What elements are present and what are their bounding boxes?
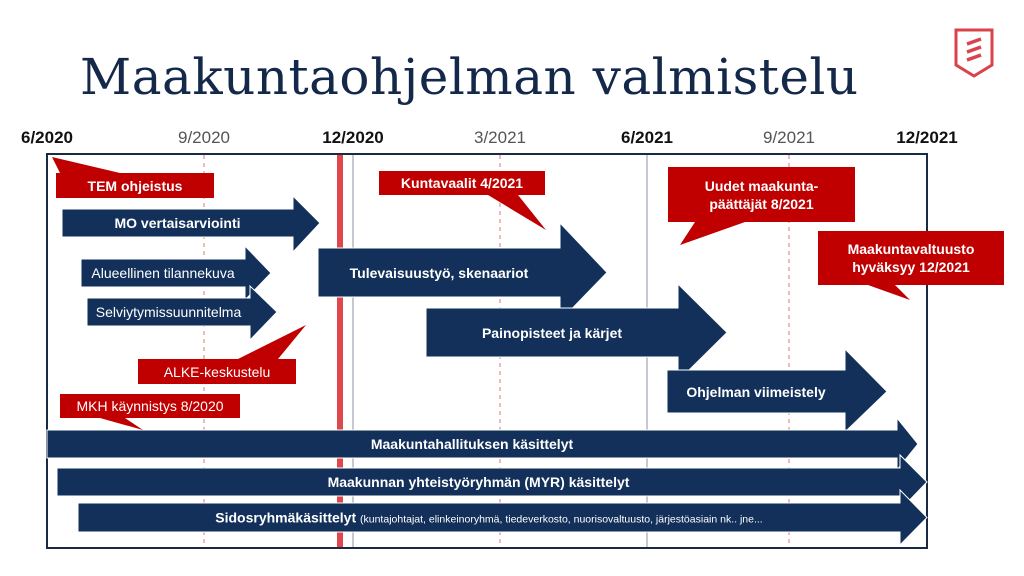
label-text: ALKE-keskustelu [163, 363, 271, 380]
phase-arrow-label: Alueellinen tilannekuva [91, 264, 234, 282]
milestone-callout-label: Kuntavaalit 4/2021 [401, 174, 523, 192]
label-text: päättäjät 8/2021 [709, 195, 814, 212]
phase-arrow-label: Ohjelman viimeistely [686, 382, 825, 400]
tick-label: 9/2020 [178, 128, 230, 147]
phase-arrow [666, 347, 888, 434]
phase-arrow [80, 244, 272, 302]
phase-arrow [61, 194, 321, 254]
phase-arrow [46, 416, 919, 472]
label-text: hyväksyy 12/2021 [852, 259, 970, 275]
tick-label: 6/2021 [621, 128, 673, 147]
phase-arrow [77, 488, 928, 547]
label-text: (kuntajohtajat, elinkeinoryhmä, tiedever… [360, 513, 763, 526]
label-text: Tulevaisuustyö, skenaariot [349, 264, 529, 281]
phase-arrow [56, 453, 928, 512]
callout-pointer [52, 157, 120, 173]
milestone-callout-label: ALKE-keskustelu [164, 362, 271, 380]
label-text: MKH käynnistys 8/2020 [76, 397, 224, 414]
phase-arrow-label: MO vertaisarviointi [114, 214, 240, 232]
callout-pointer [488, 195, 546, 230]
tick-label: 9/2021 [763, 128, 815, 147]
label-text: Selviytymissuunnitelma [95, 303, 242, 320]
phase-arrow [317, 221, 608, 323]
phase-arrow-label: Maakunnan yhteistyöryhmän (MYR) käsittel… [328, 473, 630, 491]
tick-label: 3/2021 [474, 128, 526, 147]
callout-pointer [868, 285, 910, 300]
tick-label: 12/2021 [896, 128, 958, 147]
milestone-callout [56, 173, 214, 198]
phase-arrow [425, 282, 728, 383]
label-text: Maakunnan yhteistyöryhmän (MYR) käsittel… [327, 473, 630, 490]
label-text: Alueellinen tilannekuva [91, 264, 235, 281]
label-text: Maakuntahallituksen käsittelyt [370, 435, 574, 452]
label-text: Maakuntavaltuusto [847, 240, 975, 257]
tick-label: 6/2020 [21, 128, 73, 147]
label-text: TEM ohjeistus [87, 177, 183, 194]
today-marker-line [337, 155, 343, 547]
milestone-callout-label: TEM ohjeistus [88, 176, 183, 194]
callout-pointer [100, 418, 143, 430]
callout-pointer [680, 222, 745, 245]
milestone-callout-label: MKH käynnistys 8/2020 [76, 397, 223, 415]
label-text: Kuntavaalit 4/2021 [400, 174, 524, 191]
tick-label: 12/2020 [322, 128, 384, 147]
phase-arrow-label: Tulevaisuustyö, skenaariot [350, 263, 529, 281]
phase-arrow-label: Sidosryhmäkäsittelyt (kuntajohtajat, eli… [215, 508, 762, 527]
shield-stripes-icon [954, 28, 994, 78]
page-title: Maakuntaohjelman valmistelu [80, 48, 859, 106]
label-text: MO vertaisarviointi [114, 214, 241, 231]
label-text: Sidosryhmäkäsittelyt [215, 509, 357, 526]
milestone-callout [60, 394, 240, 418]
label-text: Uudet maakunta- [704, 177, 819, 194]
milestone-callout [379, 171, 545, 195]
phase-arrow-label: Maakuntahallituksen käsittelyt [371, 435, 573, 453]
label-text: Ohjelman viimeistely [686, 383, 826, 400]
milestone-callout-label: Maakuntavaltuusto hyväksyy 12/2021 [848, 240, 975, 276]
milestone-callout [138, 359, 296, 384]
phase-arrow-label: Selviytymissuunnitelma [96, 303, 242, 321]
milestone-callout-label: Uudet maakunta-päättäjät 8/2021 [705, 176, 819, 212]
milestone-callout [668, 167, 855, 222]
phase-arrow-label: Painopisteet ja kärjet [482, 323, 622, 341]
milestone-callout [818, 231, 1004, 285]
label-text: Painopisteet ja kärjet [481, 324, 623, 341]
callout-pointer [238, 325, 306, 359]
timeline-frame [46, 153, 928, 549]
phase-arrow [86, 284, 278, 342]
